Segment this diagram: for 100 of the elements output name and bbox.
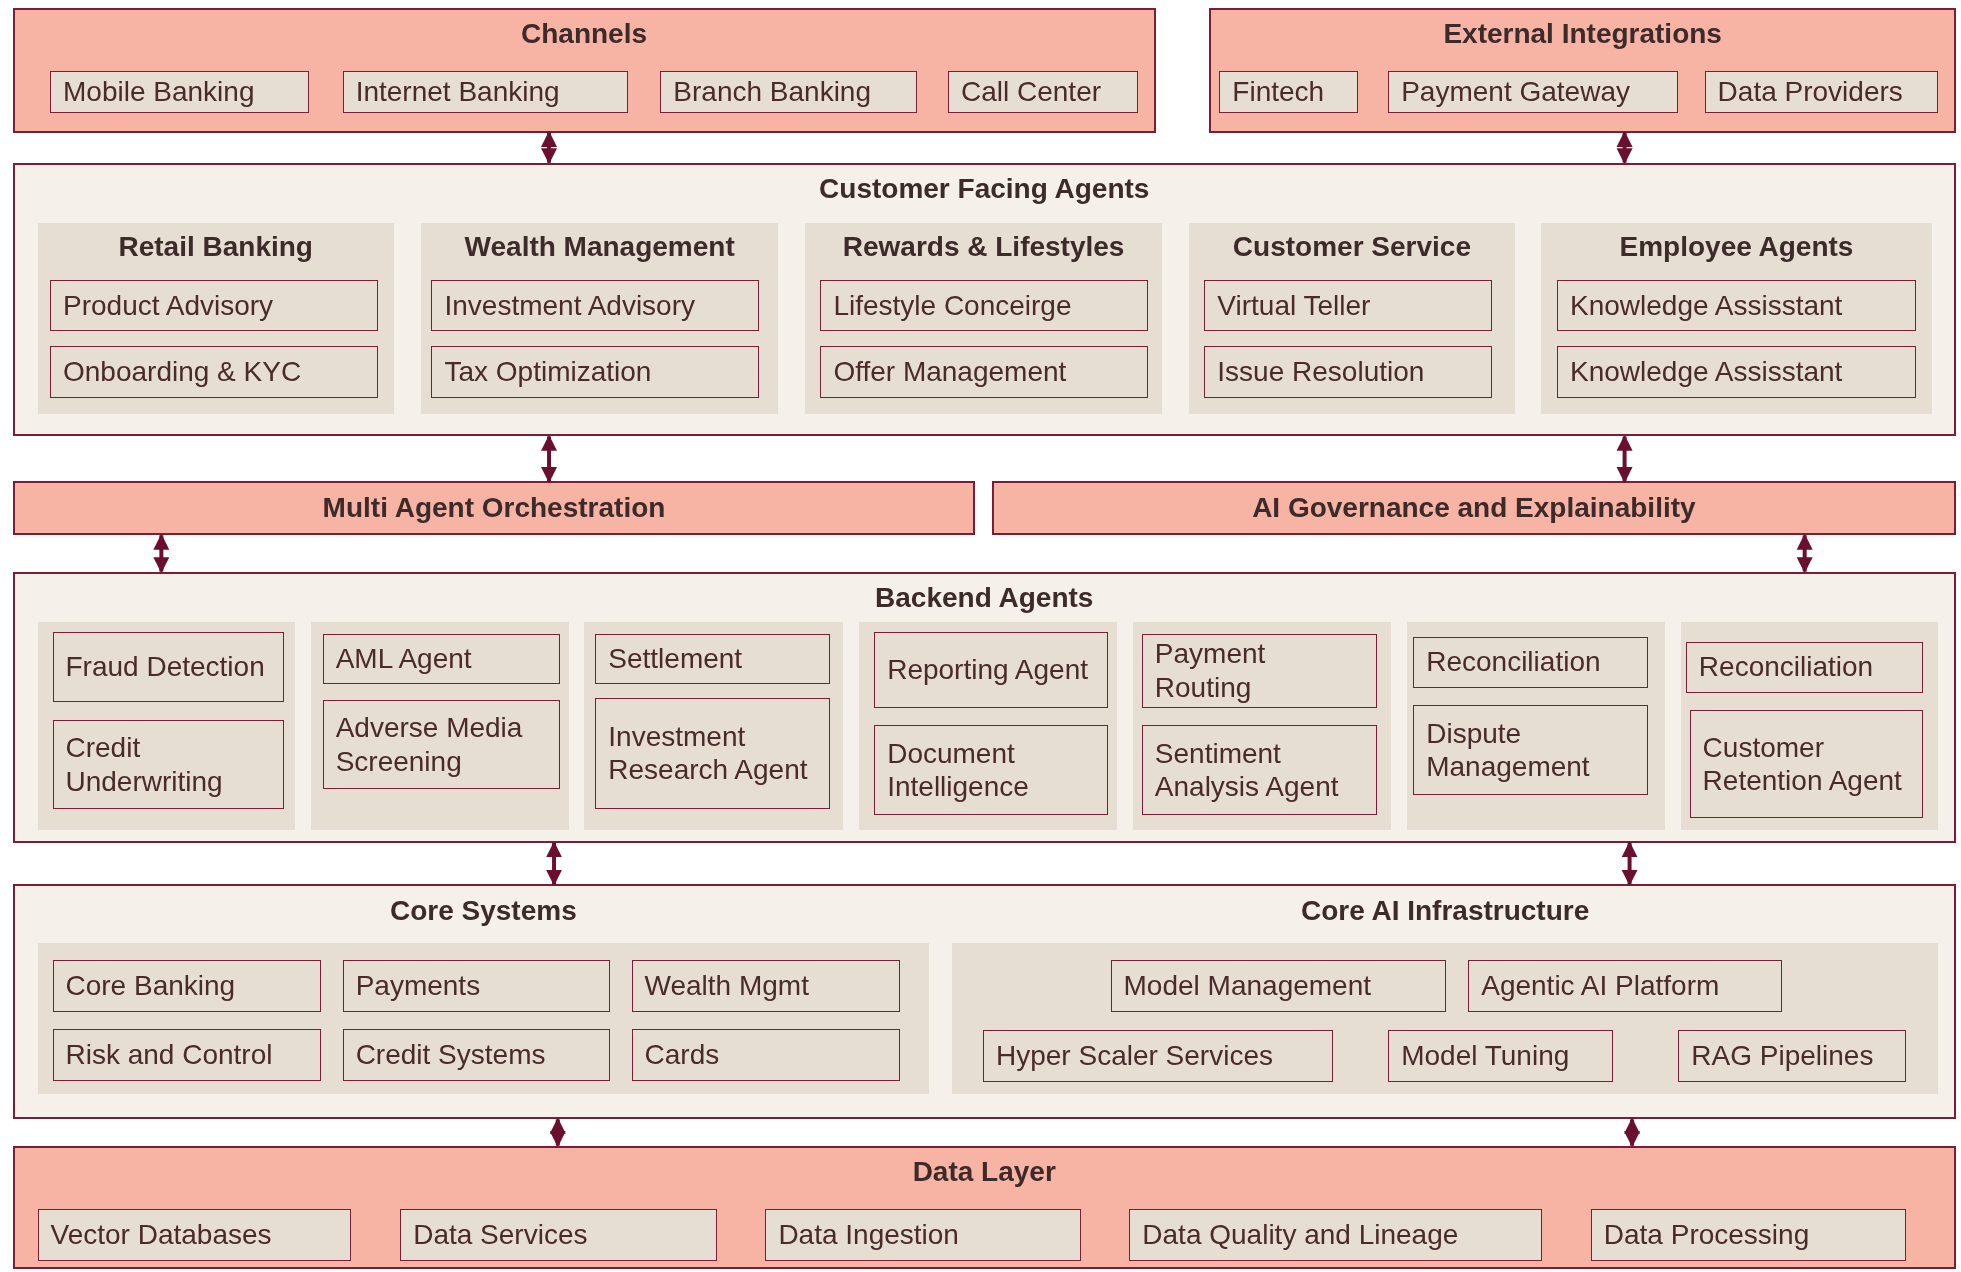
double-arrow bbox=[1616, 434, 1633, 484]
component-box bbox=[1590, 1209, 1906, 1261]
component-label: Core Banking bbox=[65, 969, 236, 1003]
component-box bbox=[1678, 1030, 1906, 1082]
section-title: Employee Agents bbox=[1618, 230, 1855, 263]
double-arrow bbox=[546, 841, 563, 886]
double-arrow bbox=[1616, 130, 1633, 165]
section-title: Wealth Management bbox=[463, 230, 736, 263]
component-label: Vector Databases bbox=[50, 1218, 272, 1252]
component-label: Knowledge Assisstant bbox=[1570, 288, 1843, 323]
component-box bbox=[1388, 1030, 1614, 1082]
layer-panel bbox=[12, 884, 1956, 1120]
group-panel bbox=[1133, 621, 1391, 831]
group-panel bbox=[37, 621, 296, 831]
component-label: Data Ingestion bbox=[778, 1218, 959, 1252]
group-panel bbox=[311, 621, 569, 831]
component-label: Sentiment Analysis Agent bbox=[1154, 736, 1340, 804]
component-label: Branch Banking bbox=[673, 75, 871, 109]
group-panel bbox=[1540, 222, 1933, 414]
section-title: Customer Service bbox=[1231, 230, 1472, 263]
component-label: Reconciliation bbox=[1426, 645, 1601, 679]
component-box bbox=[1704, 71, 1939, 113]
component-label: Investment Advisory bbox=[444, 288, 695, 323]
component-box bbox=[1685, 641, 1924, 693]
component-box bbox=[660, 71, 917, 113]
component-label: Credit Systems bbox=[355, 1038, 546, 1072]
component-label: Payment Gateway bbox=[1401, 75, 1630, 109]
component-box bbox=[1557, 280, 1916, 332]
section-title: Core AI Infrastructure bbox=[1299, 894, 1591, 927]
component-label: Adverse Media Screening bbox=[335, 711, 524, 779]
component-box bbox=[1141, 634, 1377, 708]
component-label: Call Center bbox=[960, 75, 1102, 109]
component-label: Payments bbox=[355, 969, 481, 1003]
component-label: Dispute Management bbox=[1426, 716, 1591, 784]
component-label: Tax Optimization bbox=[444, 355, 652, 389]
component-label: Onboarding & KYC bbox=[63, 355, 302, 389]
component-box bbox=[595, 634, 831, 685]
double-arrow bbox=[549, 1117, 566, 1148]
layer-panel bbox=[12, 7, 1156, 133]
section-title: Data Layer bbox=[911, 1155, 1057, 1188]
section-title: Retail Banking bbox=[117, 230, 314, 263]
component-box bbox=[50, 71, 309, 113]
component-label: Product Advisory bbox=[63, 288, 274, 323]
component-box bbox=[1204, 280, 1492, 332]
group-panel bbox=[421, 222, 778, 414]
component-label: Model Management bbox=[1123, 969, 1372, 1003]
layer-panel bbox=[12, 162, 1956, 437]
layer-panel bbox=[12, 571, 1956, 843]
section-title: External Integrations bbox=[1442, 17, 1723, 50]
section-title: Rewards & Lifestyles bbox=[841, 230, 1126, 263]
component-box bbox=[52, 631, 284, 702]
component-box bbox=[342, 71, 628, 113]
component-label: AML Agent bbox=[335, 642, 472, 676]
component-box bbox=[983, 1030, 1334, 1082]
component-label: Cards bbox=[644, 1038, 720, 1072]
component-box bbox=[431, 280, 760, 332]
component-label: Payment Routing bbox=[1154, 637, 1267, 705]
component-label: Hyper Scaler Services bbox=[996, 1039, 1273, 1073]
component-box bbox=[1129, 1209, 1542, 1261]
section-title: AI Governance and Explainability bbox=[1251, 492, 1697, 525]
component-label: Risk and Control bbox=[65, 1038, 273, 1072]
component-label: Document Intelligence bbox=[887, 736, 1030, 804]
component-box bbox=[52, 1029, 322, 1081]
component-label: Model Tuning bbox=[1401, 1039, 1570, 1073]
component-box bbox=[1219, 71, 1359, 113]
component-label: Agentic AI Platform bbox=[1481, 969, 1720, 1003]
component-box bbox=[52, 960, 322, 1012]
double-arrow bbox=[541, 434, 558, 484]
component-box bbox=[595, 697, 831, 810]
component-label: Mobile Banking bbox=[63, 75, 255, 109]
component-label: Fraud Detection bbox=[65, 649, 265, 684]
group-panel bbox=[37, 222, 394, 414]
component-box bbox=[631, 1029, 901, 1081]
component-label: RAG Pipelines bbox=[1691, 1039, 1874, 1073]
double-arrow bbox=[541, 130, 558, 165]
component-box bbox=[1689, 710, 1924, 818]
component-box bbox=[1468, 960, 1783, 1012]
section-title: Customer Facing Agents bbox=[818, 172, 1151, 205]
component-box bbox=[342, 1029, 611, 1081]
layer-bar bbox=[12, 481, 976, 536]
layer-panel bbox=[1209, 7, 1956, 133]
component-box bbox=[1204, 346, 1492, 398]
component-box bbox=[1388, 71, 1679, 113]
section-title: Core Systems bbox=[388, 894, 578, 927]
group-panel bbox=[859, 621, 1117, 831]
component-label: Offer Management bbox=[833, 355, 1067, 389]
group-panel bbox=[1406, 621, 1665, 831]
component-label: Wealth Mgmt bbox=[644, 969, 809, 1003]
component-label: Data Quality and Lineage bbox=[1142, 1218, 1459, 1252]
component-label: Fintech bbox=[1232, 75, 1325, 109]
component-box bbox=[50, 346, 378, 398]
component-box bbox=[342, 960, 611, 1012]
component-box bbox=[322, 700, 561, 790]
component-box bbox=[874, 725, 1109, 816]
component-label: Customer Retention Agent bbox=[1702, 730, 1903, 798]
component-box bbox=[322, 634, 561, 685]
component-box bbox=[52, 720, 284, 810]
component-label: Investment Research Agent bbox=[608, 719, 809, 788]
double-arrow bbox=[1796, 533, 1813, 574]
component-box bbox=[820, 346, 1149, 398]
